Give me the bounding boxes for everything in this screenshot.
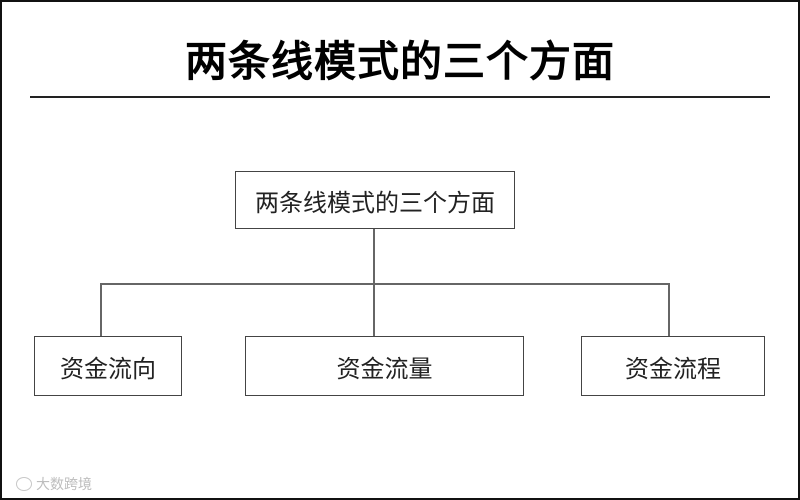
- child-node-flow-process: 资金流程: [581, 336, 765, 396]
- left-connector: [100, 283, 102, 336]
- right-connector: [668, 283, 670, 336]
- root-node: 两条线模式的三个方面: [235, 171, 515, 229]
- title-divider: [30, 96, 770, 98]
- child-node-flow-volume: 资金流量: [245, 336, 524, 396]
- watermark-text: 大数跨境: [36, 477, 92, 493]
- child-node-flow-direction: 资金流向: [34, 336, 182, 396]
- watermark: 大数跨境: [16, 474, 92, 494]
- watermark-logo-icon: [16, 477, 32, 491]
- branch-line: [100, 283, 670, 285]
- page-title: 两条线模式的三个方面: [184, 37, 615, 86]
- root-connector: [373, 229, 375, 336]
